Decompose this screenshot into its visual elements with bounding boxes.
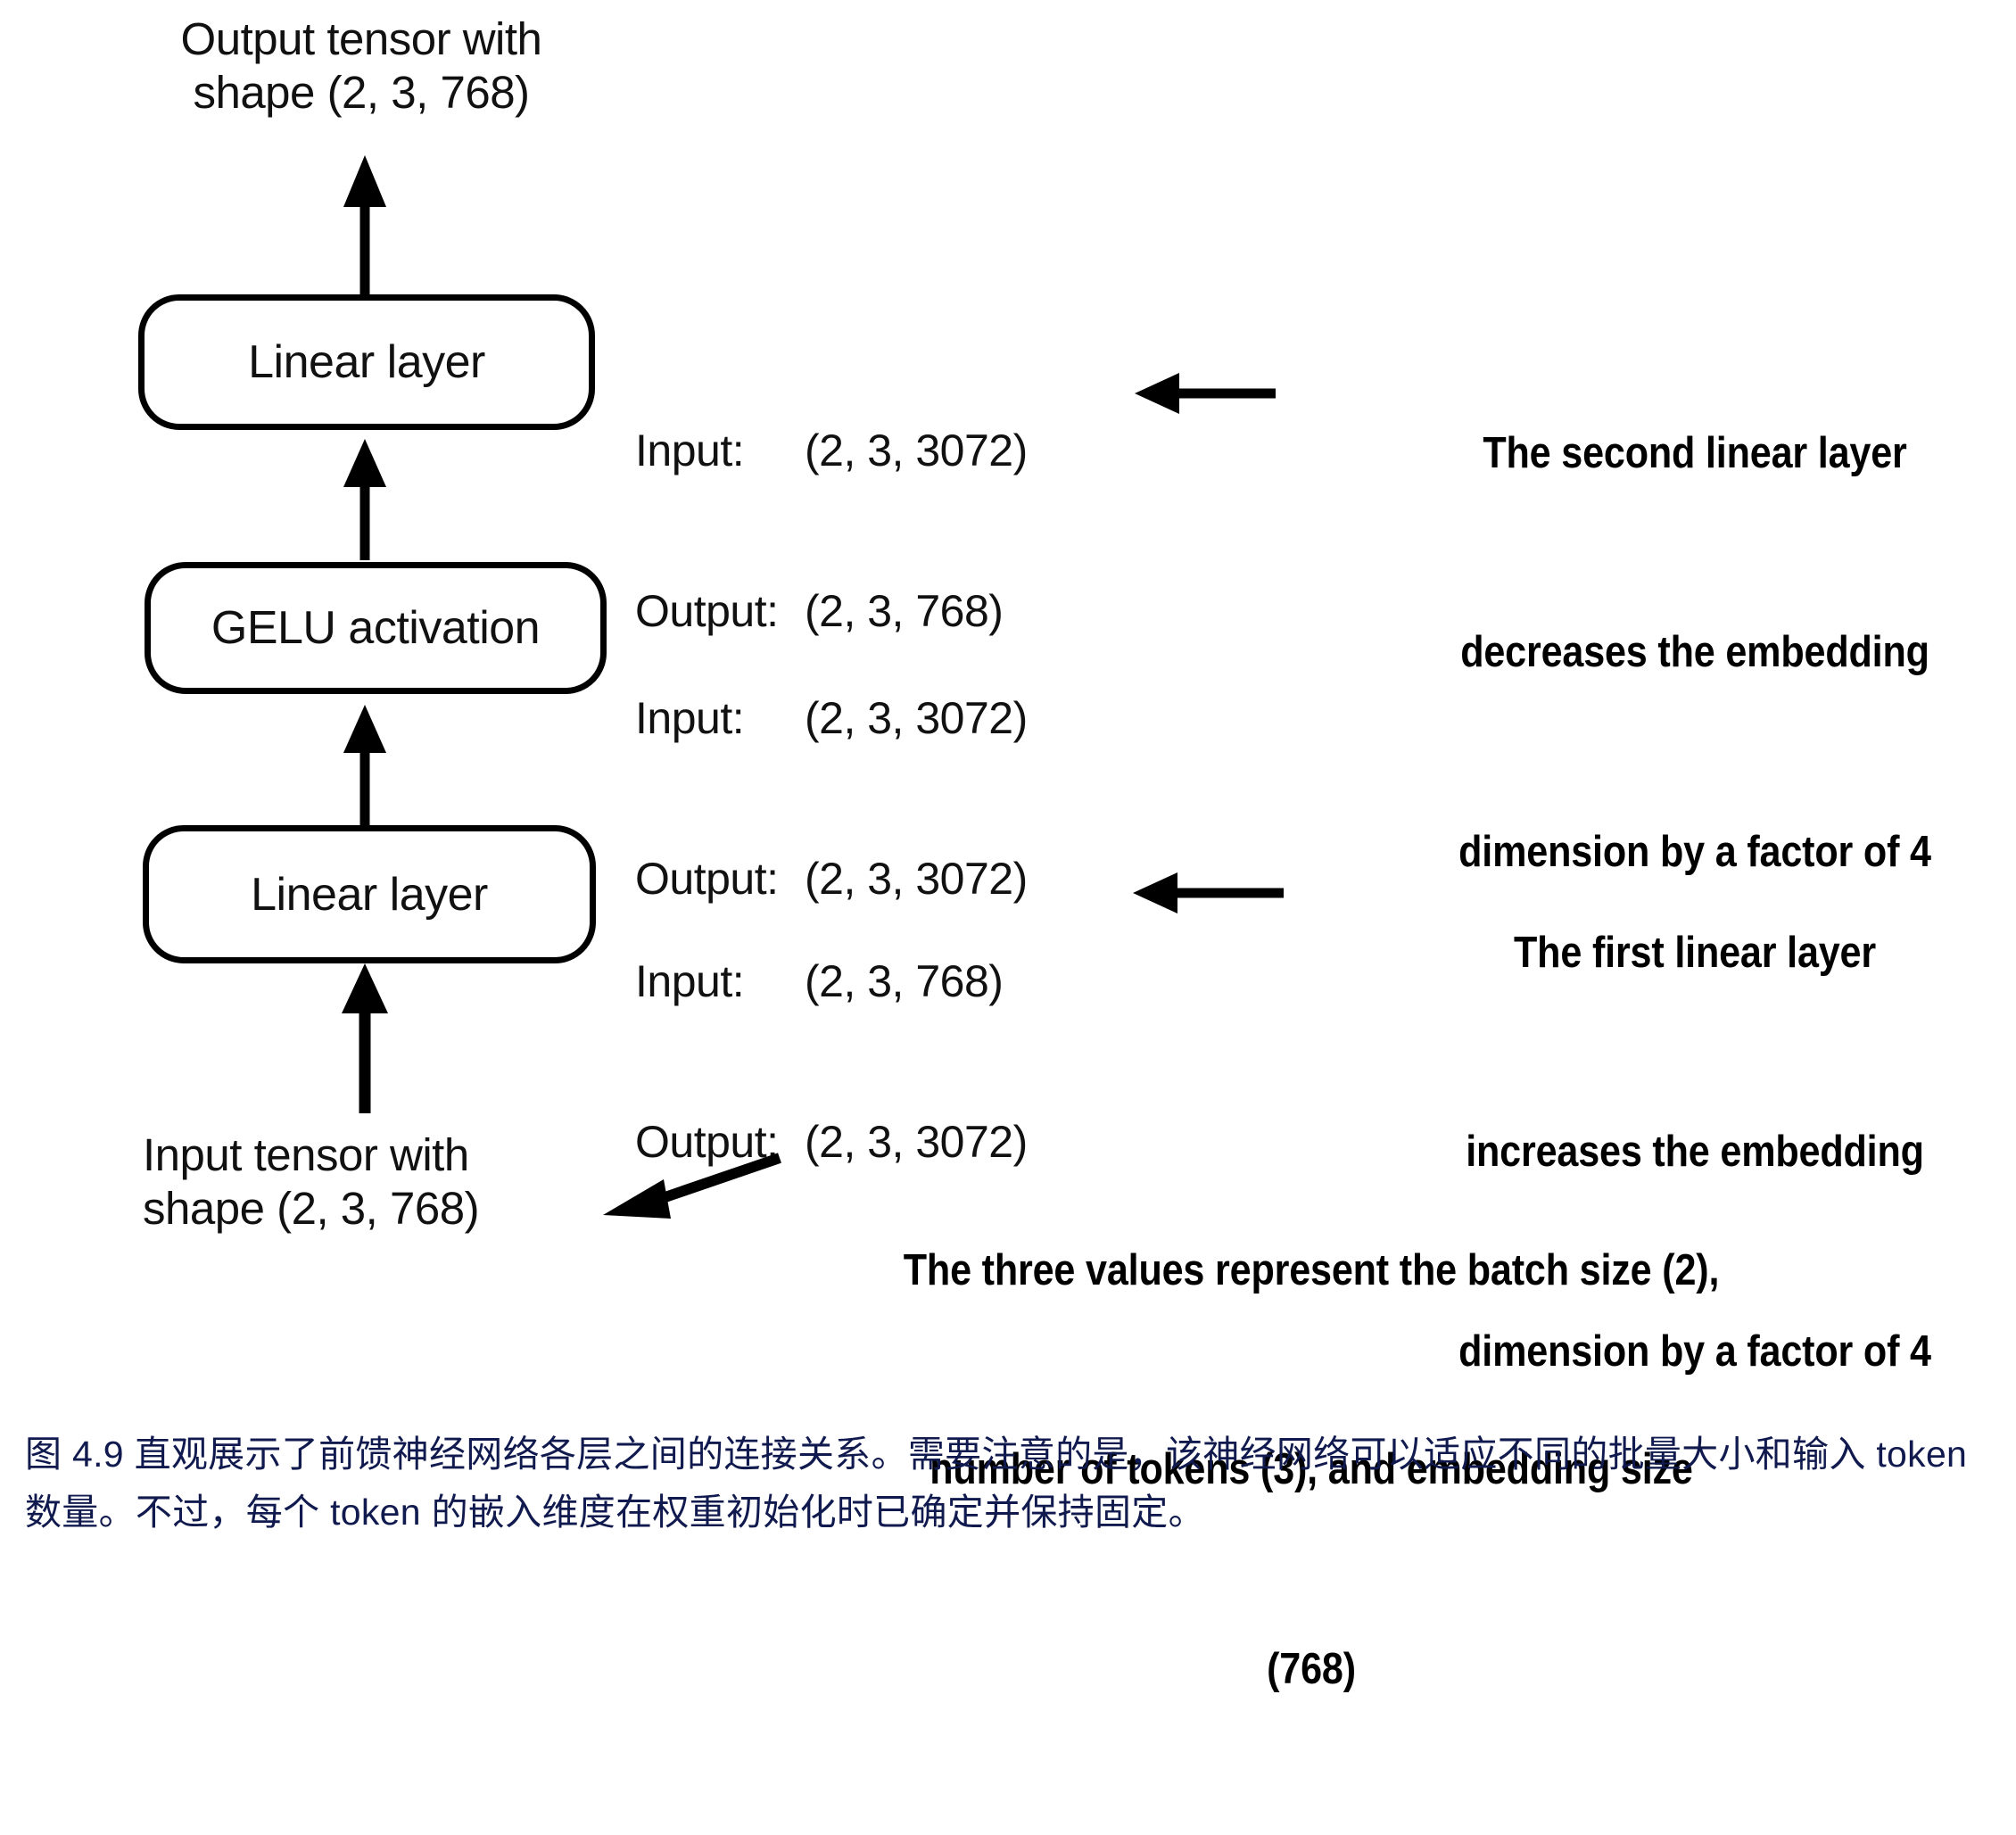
node-linear-layer-bottom[interactable]: Linear layer <box>143 825 596 963</box>
node-label: GELU activation <box>211 602 541 654</box>
arrow-annotation-three-values-icon <box>603 1153 781 1219</box>
io-input-row: Input: (2, 3, 3072) <box>635 691 1028 745</box>
figure-caption: 图 4.9 直观展示了前馈神经网络各层之间的连接关系。需要注意的是，该神经网络可… <box>25 1434 1968 1533</box>
node-label: Linear layer <box>251 868 488 921</box>
io-input-value: (2, 3, 768) <box>805 956 1004 1006</box>
annotation-line: number of tokens (3), and embedding size <box>930 1445 1693 1494</box>
io-input-row: Input: (2, 3, 768) <box>635 955 1028 1008</box>
io-block-linear-layer-top: Input: (2, 3, 3072) Output: (2, 3, 768) <box>635 317 1028 745</box>
io-input-row: Input: (2, 3, 3072) <box>635 424 1028 477</box>
arrow-up-to-output-icon <box>343 155 386 308</box>
io-output-key: Output: <box>635 854 779 904</box>
annotation-line: The second linear layer <box>1483 428 1907 477</box>
io-output-value: (2, 3, 3072) <box>805 854 1028 904</box>
io-block-linear-layer-bottom: Input: (2, 3, 768) Output: (2, 3, 3072) <box>635 847 1028 1276</box>
annotation-line: increases the embedding <box>1466 1128 1924 1177</box>
arrow-input-to-linear-bottom-icon <box>342 963 388 1113</box>
arrow-linear-bottom-to-gelu-icon <box>343 705 386 828</box>
annotation-line: (768) <box>1267 1644 1356 1693</box>
arrow-gelu-to-linear-top-icon <box>343 439 386 560</box>
io-input-value: (2, 3, 3072) <box>805 426 1028 475</box>
input-tensor-label: Input tensor with shape (2, 3, 768) <box>143 1129 480 1235</box>
figure-canvas: Output tensor with shape (2, 3, 768) Lin… <box>25 13 1985 1693</box>
io-input-key: Input: <box>635 426 745 475</box>
annotation-line: decreases the embedding <box>1460 628 1929 677</box>
output-tensor-label: Output tensor with shape (2, 3, 768) <box>180 13 542 119</box>
node-label: Linear layer <box>248 336 485 388</box>
io-output-key: Output: <box>635 1117 779 1167</box>
annotation-line: dimension by a factor of 4 <box>1458 827 1931 876</box>
io-output-row: Output: (2, 3, 3072) <box>635 1115 1028 1169</box>
io-output-value: (2, 3, 3072) <box>805 1117 1028 1167</box>
annotation-second-linear: The second linear layer decreases the em… <box>1404 287 1985 1018</box>
io-block-gelu: Input: (2, 3, 3072) Output: (2, 3, 3072) <box>635 584 1028 1013</box>
arrow-annotation-second-linear-icon <box>1135 373 1276 414</box>
annotation-line: The three values represent the batch siz… <box>903 1245 1720 1294</box>
io-input-key: Input: <box>635 956 745 1006</box>
io-input-key: Input: <box>635 693 745 743</box>
arrow-annotation-first-linear-icon <box>1133 872 1284 913</box>
annotation-line: The first linear layer <box>1514 928 1876 977</box>
io-output-row: Output: (2, 3, 3072) <box>635 852 1028 905</box>
annotation-first-linear: The first linear layer increases the emb… <box>1404 787 1985 1517</box>
io-input-value: (2, 3, 3072) <box>805 693 1028 743</box>
io-output-key: Output: <box>635 586 779 636</box>
node-linear-layer-top[interactable]: Linear layer <box>138 294 595 430</box>
io-output-row: Output: (2, 3, 768) <box>635 584 1028 638</box>
annotation-line: dimension by a factor of 4 <box>1458 1327 1931 1376</box>
io-output-value: (2, 3, 768) <box>805 586 1004 636</box>
node-gelu-activation[interactable]: GELU activation <box>145 562 607 694</box>
